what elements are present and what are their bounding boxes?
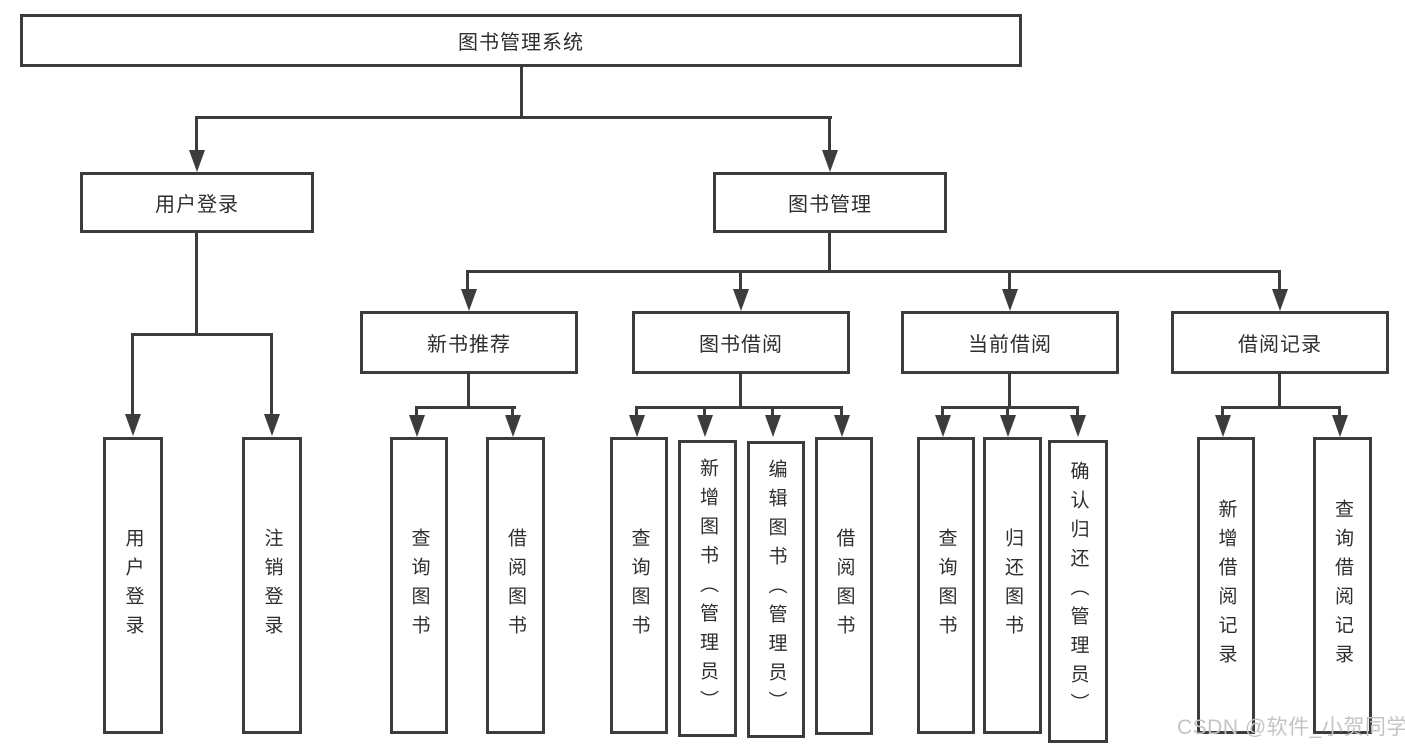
arrowhead-down-icon — [1332, 415, 1348, 437]
leaf-query-books: 查询图书 — [917, 437, 975, 734]
arrowhead-down-icon — [264, 414, 280, 436]
connector-line — [703, 406, 706, 418]
connector-line — [739, 270, 742, 290]
connector-line — [771, 406, 774, 418]
leaf-edit-book-admin: 编辑图书（管理员） — [747, 441, 805, 738]
connector-line — [1278, 374, 1281, 409]
arrowhead-down-icon — [125, 414, 141, 436]
connector-line — [195, 116, 832, 119]
node-book-management: 图书管理 — [713, 172, 947, 233]
leaf-confirm-return-admin: 确认归还（管理员） — [1048, 440, 1108, 743]
connector-line — [1008, 270, 1011, 290]
arrowhead-down-icon — [1272, 289, 1288, 311]
connector-line — [195, 232, 198, 335]
node-current-borrowing: 当前借阅 — [901, 311, 1119, 374]
leaf-add-book-admin: 新增图书（管理员） — [678, 440, 737, 737]
arrowhead-down-icon — [505, 415, 521, 437]
connector-line — [1006, 406, 1009, 418]
connector-line — [828, 233, 831, 272]
node-book-borrowing: 图书借阅 — [632, 311, 850, 374]
arrowhead-down-icon — [189, 150, 205, 172]
connector-line — [941, 406, 944, 418]
connector-line — [195, 116, 198, 152]
connector-line — [941, 406, 1079, 409]
node-new-book-recommendation: 新书推荐 — [360, 311, 578, 374]
leaf-add-borrow-record: 新增借阅记录 — [1197, 437, 1255, 734]
connector-line — [511, 406, 514, 418]
connector-line — [1076, 406, 1079, 418]
node-user-login: 用户登录 — [80, 172, 314, 233]
connector-line — [131, 333, 134, 415]
leaf-borrow-books: 借阅图书 — [486, 437, 545, 734]
connector-line — [635, 406, 843, 409]
arrowhead-down-icon — [822, 150, 838, 172]
leaf-borrow-books: 借阅图书 — [815, 437, 873, 735]
leaf-query-books: 查询图书 — [390, 437, 448, 734]
arrowhead-down-icon — [409, 415, 425, 437]
connector-line — [270, 333, 273, 415]
connector-line — [131, 333, 273, 336]
connector-line — [415, 406, 516, 409]
connector-line — [840, 406, 843, 418]
arrowhead-down-icon — [733, 289, 749, 311]
arrowhead-down-icon — [1002, 289, 1018, 311]
arrowhead-down-icon — [461, 289, 477, 311]
arrowhead-down-icon — [935, 415, 951, 437]
connector-line — [520, 67, 523, 117]
connector-line — [1008, 374, 1011, 409]
arrowhead-down-icon — [629, 415, 645, 437]
node-borrowing-records: 借阅记录 — [1171, 311, 1389, 374]
connector-line — [635, 406, 638, 418]
leaf-return-books: 归还图书 — [983, 437, 1042, 734]
arrowhead-down-icon — [1000, 415, 1016, 437]
arrowhead-down-icon — [1215, 415, 1231, 437]
connector-line — [739, 374, 742, 409]
node-library-management-system: 图书管理系统 — [20, 14, 1022, 67]
leaf-logout: 注销登录 — [242, 437, 302, 734]
arrowhead-down-icon — [1070, 415, 1086, 437]
connector-line — [466, 270, 1281, 273]
connector-line — [415, 406, 418, 418]
connector-line — [1278, 270, 1281, 290]
connector-line — [466, 270, 469, 290]
connector-line — [828, 116, 831, 152]
watermark: CSDN @软件_小贺同学 — [1177, 716, 1405, 739]
connector-line — [1338, 406, 1341, 418]
arrowhead-down-icon — [834, 415, 850, 437]
leaf-user-login: 用户登录 — [103, 437, 163, 734]
connector-line — [467, 374, 470, 409]
connector-line — [1221, 406, 1341, 409]
connector-line — [1221, 406, 1224, 418]
arrowhead-down-icon — [765, 415, 781, 437]
arrowhead-down-icon — [697, 415, 713, 437]
leaf-query-books: 查询图书 — [610, 437, 668, 734]
leaf-query-borrow-record: 查询借阅记录 — [1313, 437, 1372, 734]
